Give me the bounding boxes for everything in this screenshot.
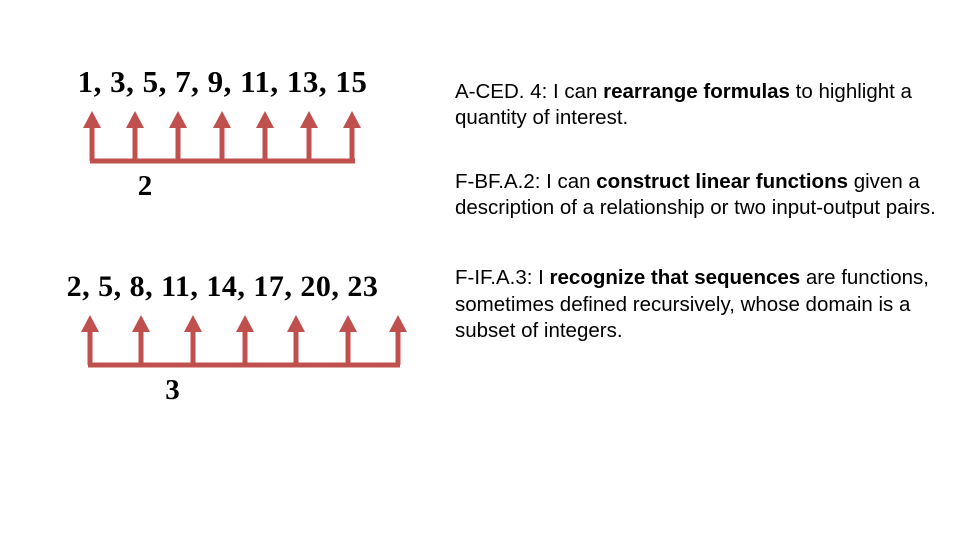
arrows-svg-2 (81, 315, 407, 368)
sequence-block-1: 1, 3, 5, 7, 9, 11, 13, 15 (0, 64, 445, 203)
standard-f-if-a-3: F-IF.A.3: I recognize that sequences are… (455, 266, 929, 342)
sequence-numbers-2: 2, 5, 8, 11, 14, 17, 20, 23 (66, 270, 379, 303)
sequence-block-2: 2, 5, 8, 11, 14, 17, 20, 23 (0, 270, 445, 407)
common-difference-1: 2 (137, 170, 153, 202)
standards-panel: A-CED. 4: I can rearrange formulas to hi… (455, 58, 945, 365)
sequence-numbers-1: 1, 3, 5, 7, 9, 11, 13, 15 (77, 64, 368, 99)
sequence-diagrams-panel: 1, 3, 5, 7, 9, 11, 13, 15 (0, 0, 445, 540)
common-difference-2: 3 (165, 374, 180, 406)
standard-a-ced-4: A-CED. 4: I can rearrange formulas to hi… (455, 79, 912, 129)
arrow-group-1 (0, 106, 445, 168)
arrows-svg-1 (83, 111, 361, 164)
arrow-group-2 (0, 310, 445, 372)
standard-f-bf-a-2: F-BF.A.2: I can construct linear functio… (455, 169, 936, 220)
